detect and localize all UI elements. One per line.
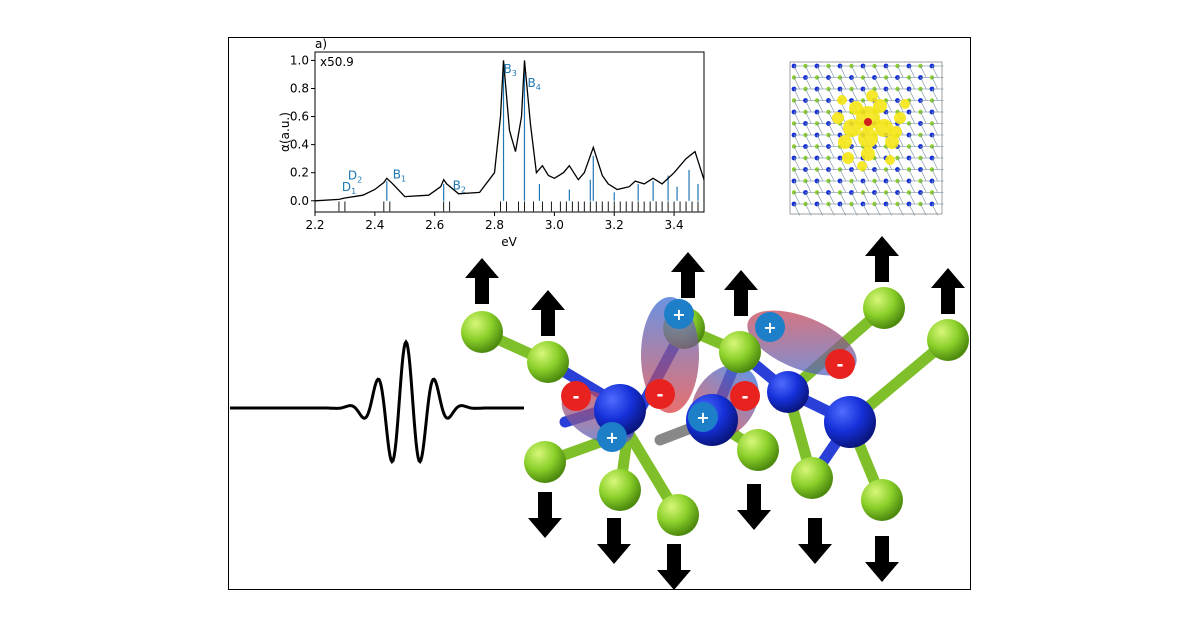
x-tick-label: 3.0 xyxy=(545,218,564,232)
y-tick-label: 0.6 xyxy=(290,110,309,124)
minus-charge xyxy=(730,381,760,411)
density-blob xyxy=(849,101,863,115)
x-tick-label: 2.2 xyxy=(305,218,324,232)
metal-atom xyxy=(767,371,809,413)
density-blob xyxy=(858,128,878,148)
sulfur-atom xyxy=(527,341,569,383)
metal-atom xyxy=(824,396,876,448)
down-arrow-icon xyxy=(657,544,691,590)
up-arrow-icon xyxy=(465,258,499,304)
y-axis-label: α(a.u.) xyxy=(278,112,292,152)
sulfur-atom xyxy=(863,287,905,329)
sulfur-atom xyxy=(719,331,761,373)
density-blob xyxy=(885,155,895,165)
peak-label: B2 xyxy=(453,179,466,195)
down-arrow-icon xyxy=(528,492,562,538)
panel-label: a) xyxy=(315,37,327,51)
molecular-structure: - + + - + - + - xyxy=(461,287,969,536)
density-blob xyxy=(842,152,854,164)
svg-text:+: + xyxy=(763,318,776,337)
density-blob xyxy=(838,135,852,149)
up-arrow-icon xyxy=(865,236,899,282)
density-blob xyxy=(857,161,867,171)
down-arrow-icon xyxy=(737,484,771,530)
charge-markers: - + + - + - + - xyxy=(561,299,855,452)
down-arrow-icon xyxy=(798,518,832,564)
sulfur-atom xyxy=(791,457,833,499)
sulfur-atom xyxy=(657,494,699,536)
x-axis: 2.2 2.4 2.6 2.8 3.0 3.2 3.4 xyxy=(305,212,684,232)
laser-pulse-wave xyxy=(230,339,524,464)
spectrum-panel: a) x50.9 2.2 2.4 2.6 2.8 3.0 3.2 3.4 0.0 0.2 0.4… xyxy=(278,37,705,249)
up-arrow-icon xyxy=(724,270,758,316)
plus-charge xyxy=(664,299,694,329)
svg-text:+: + xyxy=(672,305,685,324)
density-blob xyxy=(843,119,861,137)
y-tick-label: 0.0 xyxy=(290,194,309,208)
density-blob xyxy=(873,99,887,113)
density-blob xyxy=(861,147,875,161)
density-blob xyxy=(894,112,906,124)
peak-label: D1 xyxy=(342,180,356,196)
x-tick-label: 2.8 xyxy=(485,218,504,232)
svg-text:+: + xyxy=(605,428,618,447)
sulfur-atom xyxy=(927,319,969,361)
svg-text:-: - xyxy=(836,355,843,375)
svg-text:-: - xyxy=(572,387,579,407)
peak-label: D2 xyxy=(348,169,362,185)
peak-label: B1 xyxy=(393,167,406,183)
sulfur-atom xyxy=(461,311,503,353)
density-blob xyxy=(900,99,910,109)
x-tick-label: 3.2 xyxy=(605,218,624,232)
y-tick-label: 0.2 xyxy=(290,166,309,180)
sulfur-atom xyxy=(861,479,903,521)
up-arrow-icon xyxy=(671,252,705,298)
up-arrow-icon xyxy=(931,268,965,314)
density-blob xyxy=(866,90,878,102)
plus-charge xyxy=(755,312,785,342)
minus-charge xyxy=(825,349,855,379)
sulfur-atom xyxy=(524,441,566,483)
x-axis-label: eV xyxy=(501,235,517,249)
y-tick-label: 1.0 xyxy=(290,53,309,67)
minus-charge xyxy=(645,379,675,409)
sulfur-atom xyxy=(599,469,641,511)
oscillator-sticks xyxy=(386,60,699,201)
plus-charge xyxy=(688,402,718,432)
peak-label: B4 xyxy=(527,76,540,92)
svg-text:-: - xyxy=(656,385,663,405)
plus-charge xyxy=(597,422,627,452)
x-tick-label: 2.4 xyxy=(365,218,384,232)
x-tick-label: 2.6 xyxy=(425,218,444,232)
y-tick-label: 0.4 xyxy=(290,138,309,152)
vibration-arrows xyxy=(465,236,965,590)
down-arrow-icon xyxy=(865,536,899,582)
down-arrow-icon xyxy=(597,518,631,564)
x-tick-label: 3.4 xyxy=(665,218,684,232)
absorption-curve xyxy=(314,60,705,202)
lattice-density-inset xyxy=(789,61,944,216)
density-blob xyxy=(885,135,899,149)
density-blob xyxy=(837,95,847,105)
y-axis: 0.0 0.2 0.4 0.6 0.8 1.0 xyxy=(290,53,315,208)
density-blob xyxy=(890,126,902,138)
sulfur-atom xyxy=(737,429,779,471)
scale-annotation: x50.9 xyxy=(320,55,354,69)
defect-site xyxy=(864,118,872,126)
up-arrow-icon xyxy=(531,290,565,336)
density-blob xyxy=(875,119,893,137)
density-blob xyxy=(832,112,844,124)
y-tick-label: 0.8 xyxy=(290,81,309,95)
peak-label: B3 xyxy=(504,62,517,78)
transition-rug xyxy=(338,201,699,212)
svg-text:+: + xyxy=(696,408,709,427)
svg-text:-: - xyxy=(741,387,748,407)
minus-charge xyxy=(561,381,591,411)
